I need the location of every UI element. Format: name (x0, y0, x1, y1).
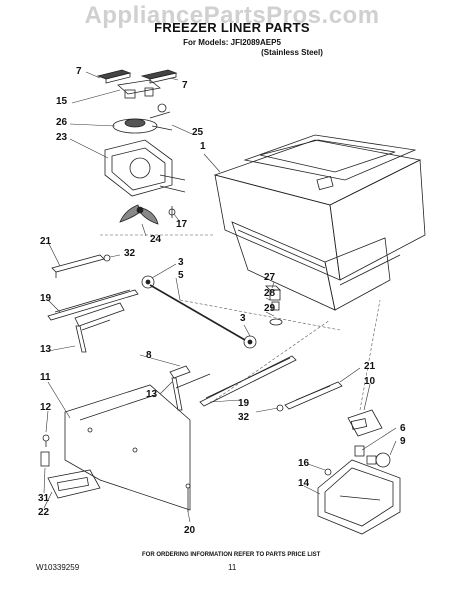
callout-28: 28 (264, 288, 276, 299)
part-13-bracket-right (169, 365, 211, 411)
part-14-light-housing (317, 459, 401, 535)
finish-line: (Stainless Steel) (261, 48, 323, 57)
callout-20: 20 (184, 525, 196, 536)
callout-13-right: 13 (146, 389, 158, 400)
callout-26: 26 (56, 117, 68, 128)
model-line: For Models: JFI2089AEP5 (183, 38, 281, 47)
part-28-spring (271, 301, 280, 311)
callout-1: 1 (200, 141, 206, 152)
part-6-socket (354, 445, 365, 457)
callout-32-right: 32 (238, 412, 250, 423)
callout-29: 29 (264, 303, 276, 314)
part-22-handle (47, 469, 101, 499)
callout-8: 8 (146, 350, 152, 361)
callout-23: 23 (56, 132, 68, 143)
part-21-rail-left (51, 254, 105, 278)
part-3-roller-top (141, 275, 155, 289)
part-19-slide-left (47, 289, 139, 321)
callout-3-top: 3 (178, 257, 184, 268)
part-20-pin (185, 483, 191, 512)
part-3-roller-bottom (243, 335, 257, 349)
watermark: AppliancePartsPros.com (84, 2, 380, 29)
callout-15: 15 (56, 96, 68, 107)
callout-16: 16 (298, 458, 310, 469)
page-number: 11 (228, 563, 237, 572)
part-16-screw (324, 468, 332, 476)
callout-7-right: 7 (182, 80, 188, 91)
callout-11: 11 (40, 372, 51, 383)
callout-21-left: 21 (40, 236, 52, 247)
part-5-shaft (149, 284, 246, 341)
page-title: FREEZER LINER PARTS (154, 20, 310, 35)
part-7-pad-right (140, 69, 178, 84)
callout-22: 22 (38, 507, 50, 518)
callout-27: 27 (264, 272, 276, 283)
part-17-screw (168, 206, 176, 218)
part-7-pad-left (96, 69, 132, 84)
part-32-screw-left (103, 254, 111, 262)
part-13-bracket-left (74, 302, 125, 353)
part-11-front-panel (64, 384, 191, 511)
document-number: W10339259 (36, 563, 80, 572)
part-12-screw (42, 434, 50, 447)
callout-17: 17 (176, 219, 188, 230)
callout-9: 9 (400, 436, 406, 447)
callout-14: 14 (298, 478, 310, 489)
callout-10: 10 (364, 376, 376, 387)
callout-5: 5 (178, 270, 184, 281)
part-21-rail-right (284, 381, 343, 410)
callout-19-left: 19 (40, 293, 52, 304)
part-29-washer (269, 318, 283, 326)
part-15-fan-bracket (117, 79, 167, 113)
callout-3-bottom: 3 (240, 313, 246, 324)
ordering-note: FOR ORDERING INFORMATION REFER TO PARTS … (142, 552, 321, 558)
part-24-fan-blade (119, 204, 159, 225)
part-1-freezer-liner (213, 134, 426, 311)
callout-12: 12 (40, 402, 52, 413)
part-26-motor-mount (112, 111, 173, 134)
callout-7-left: 7 (76, 66, 82, 77)
callout-31: 31 (38, 493, 50, 504)
part-10-light-cover (347, 409, 383, 437)
part-27-damper (265, 285, 281, 301)
callout-13-left: 13 (40, 344, 52, 355)
callout-25: 25 (192, 127, 204, 138)
callout-21-right: 21 (364, 361, 376, 372)
callout-32-left: 32 (124, 248, 136, 259)
assembly-lines (100, 234, 381, 411)
callout-19-right: 19 (238, 398, 250, 409)
part-19-slide-right (199, 355, 297, 407)
leader-lines (43, 71, 397, 523)
part-31-clip (40, 451, 50, 467)
part-23-fan-shroud (104, 139, 186, 197)
callout-24: 24 (150, 234, 162, 245)
part-9-bulb (366, 452, 391, 468)
callout-6: 6 (400, 423, 406, 434)
